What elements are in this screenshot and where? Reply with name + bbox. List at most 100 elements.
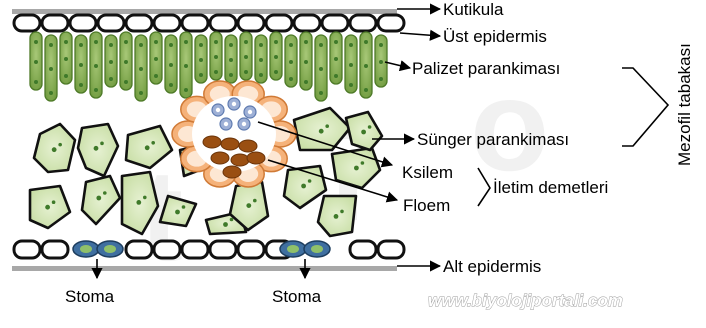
- chloroplast: [199, 58, 203, 62]
- chloroplast: [154, 57, 158, 61]
- chloroplast: [64, 57, 68, 61]
- chloroplast: [304, 40, 308, 44]
- chloroplast: [49, 91, 53, 95]
- chloroplast: [79, 63, 83, 67]
- phloem-cell: [221, 138, 239, 150]
- upper-epidermis-cell: [126, 15, 152, 31]
- chloroplast: [139, 91, 143, 95]
- chloroplast: [364, 40, 368, 44]
- chloroplast: [319, 67, 323, 71]
- label-alt-epidermis: Alt epidermis: [443, 257, 541, 276]
- upper-epidermis-cell: [238, 15, 264, 31]
- chloroplast: [79, 43, 83, 47]
- chloroplast: [94, 88, 98, 92]
- xylem-lumen: [224, 122, 228, 126]
- chloroplast: [109, 43, 113, 47]
- spongy-chloroplast: [361, 130, 366, 135]
- chloroplast: [124, 40, 128, 44]
- spongy-chloroplast: [94, 146, 99, 151]
- spongy-chloroplast: [340, 210, 344, 214]
- phloem-cell: [223, 166, 241, 178]
- upper-epidermis-cell: [182, 15, 208, 31]
- spongy-chloroplast: [145, 145, 150, 150]
- chloroplast: [169, 63, 173, 67]
- chloroplast: [289, 43, 293, 47]
- chloroplast: [244, 40, 248, 44]
- chloroplast: [319, 91, 323, 95]
- chloroplast: [199, 43, 203, 47]
- chloroplast: [34, 40, 38, 44]
- spongy-cell: [82, 176, 120, 224]
- spongy-chloroplast: [354, 166, 359, 171]
- palizet-arrow: [385, 62, 410, 68]
- chloroplast: [64, 74, 68, 78]
- lower-epidermis-cell: [126, 241, 152, 258]
- chloroplast: [364, 88, 368, 92]
- chloroplast: [334, 74, 338, 78]
- spongy-chloroplast: [301, 184, 306, 189]
- upper-epidermis-cell: [294, 15, 320, 31]
- phloem-cell: [239, 140, 257, 152]
- spongy-chloroplast: [308, 179, 312, 183]
- xylem-lumen: [216, 108, 220, 112]
- upper-epidermis-cell: [210, 15, 236, 31]
- chloroplast: [289, 77, 293, 81]
- spongy-chloroplast: [143, 196, 147, 200]
- upper-epidermis-cell: [42, 15, 68, 31]
- ust-epidermis-arrow: [400, 33, 440, 36]
- chloroplast: [139, 67, 143, 71]
- chloroplast: [49, 67, 53, 71]
- label-palizet: Palizet parankiması: [412, 59, 560, 78]
- chloroplast: [274, 55, 278, 59]
- label-stoma-right: Stoma: [272, 287, 322, 306]
- lower-epidermis-cell: [154, 241, 180, 258]
- label-iletim: İletim demetleri: [493, 178, 608, 197]
- upper-epidermis-cell: [98, 15, 124, 31]
- vascular-bundle: [172, 81, 296, 187]
- chloroplast: [304, 80, 308, 84]
- chloroplast: [364, 64, 368, 68]
- spongy-chloroplast: [223, 222, 228, 227]
- chloroplast: [289, 60, 293, 64]
- upper-epidermis-cell: [378, 15, 404, 31]
- spongy-chloroplast: [52, 147, 57, 152]
- xylem-lumen: [248, 110, 252, 114]
- chloroplast: [259, 73, 263, 77]
- chloroplast: [169, 83, 173, 87]
- chloroplast: [379, 77, 383, 81]
- lower-epidermis-cell: [210, 241, 236, 258]
- label-ksilem: Ksilem: [402, 163, 453, 182]
- chloroplast: [109, 77, 113, 81]
- chloroplast: [229, 73, 233, 77]
- phloem-cell: [231, 154, 249, 166]
- phloem-cell: [247, 152, 265, 164]
- chloroplast: [154, 40, 158, 44]
- upper-epidermis-cell: [266, 15, 292, 31]
- lower-epidermis-cell: [182, 241, 208, 258]
- chloroplast: [379, 60, 383, 64]
- phloem-cell: [203, 136, 221, 148]
- chloroplast: [334, 57, 338, 61]
- chloroplast: [244, 70, 248, 74]
- spongy-chloroplast: [319, 129, 324, 134]
- chloroplast: [139, 43, 143, 47]
- chloroplast: [199, 73, 203, 77]
- spongy-cell: [78, 124, 118, 176]
- xylem-lumen: [242, 122, 246, 126]
- label-sunger: Sünger parankiması: [417, 130, 569, 149]
- lower-epidermis-cell: [14, 241, 40, 258]
- upper-epidermis-cell: [70, 15, 96, 31]
- chloroplast: [184, 88, 188, 92]
- chloroplast: [169, 43, 173, 47]
- spongy-chloroplast: [325, 124, 329, 128]
- upper-epidermis-cell: [322, 15, 348, 31]
- chloroplast: [109, 60, 113, 64]
- chloroplast: [349, 43, 353, 47]
- chloroplast: [229, 43, 233, 47]
- spongy-chloroplast: [230, 218, 234, 222]
- chloroplast: [274, 40, 278, 44]
- chloroplast: [94, 40, 98, 44]
- chloroplast: [64, 40, 68, 44]
- chloroplast: [349, 63, 353, 67]
